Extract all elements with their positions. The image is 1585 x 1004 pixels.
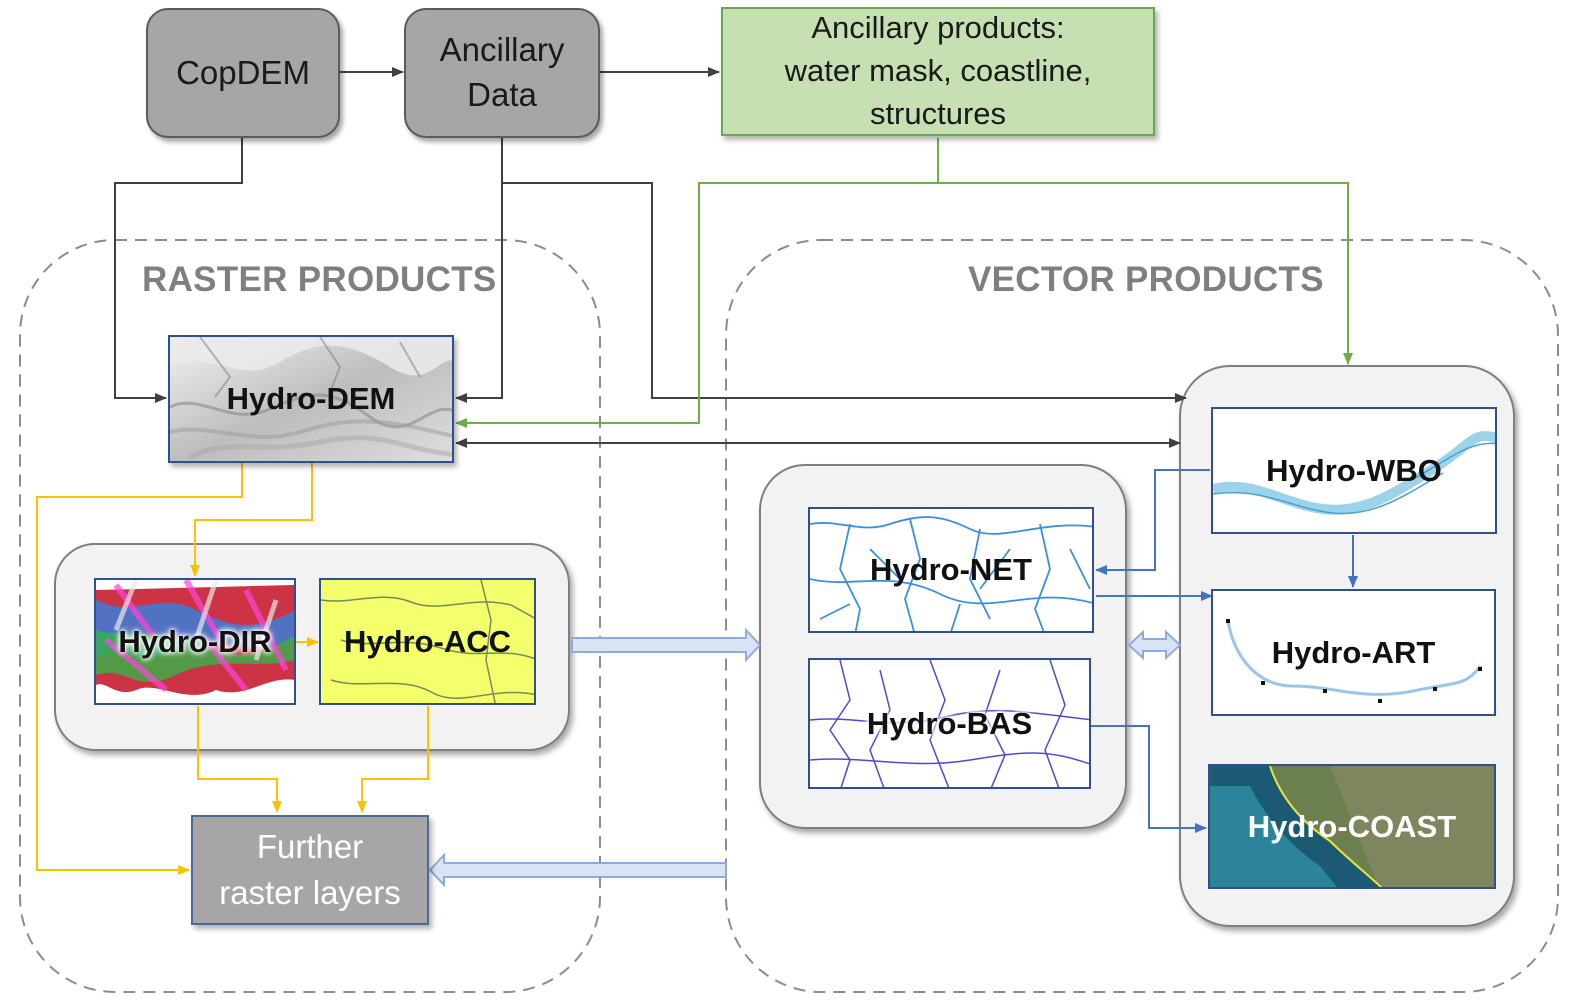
ancillary-products-node: Ancillary products: water mask, coastlin… (721, 7, 1155, 136)
ancillary-data-node: Ancillary Data (404, 8, 600, 138)
block-arrow-vector-to-further (428, 852, 727, 888)
artificial-paths-texture (1226, 619, 1483, 703)
ancillary-products-line-2: water mask, coastline, (784, 53, 1092, 89)
hydro-bas-label: Hydro-BAS (866, 705, 1033, 741)
arrow-bas-to-coast (1091, 725, 1207, 833)
hydro-net-label: Hydro-NET (870, 552, 1032, 587)
hydro-art-label: Hydro-ART (1271, 634, 1436, 670)
hydro-dem-tile: Hydro-DEM (168, 335, 454, 463)
hydro-acc-label: Hydro-ACC (343, 623, 512, 659)
flow-direction-texture (96, 580, 294, 695)
hydro-coast-label: Hydro-COAST (1247, 808, 1457, 844)
arrow-ancillary-to-vector-panel (502, 182, 1187, 403)
basins-texture (810, 660, 1089, 787)
hydro-acc-tile: Hydro-ACC (319, 578, 536, 705)
hydro-wbo-label: Hydro-WBO (1266, 452, 1442, 488)
vector-products-title: VECTOR PRODUCTS (968, 260, 1324, 299)
hydro-dem-label: Hydro-DEM (226, 381, 396, 416)
further-line-2: raster layers (219, 874, 401, 911)
block-arrow-net-panels-bidirectional (1127, 629, 1182, 661)
flow-accumulation-texture (321, 580, 534, 703)
arrow-dem-to-dir (190, 463, 313, 577)
ancillary-products-line-3: structures (869, 95, 1007, 131)
vector-group-outline (725, 239, 1559, 993)
copdem-node: CopDEM (146, 8, 340, 138)
hydro-bas-tile: Hydro-BAS (808, 658, 1091, 789)
arrow-dem-to-further (36, 463, 243, 875)
ancillary-products-line-1: Ancillary products: (811, 10, 1065, 46)
arrow-wbo-to-net (1095, 469, 1210, 575)
coast-satellite-texture (1210, 766, 1494, 887)
hillshade-texture (170, 337, 452, 461)
hydro-coast-tile: Hydro-COAST (1208, 764, 1496, 889)
river-network-texture (810, 516, 1092, 631)
raster-products-title: RASTER PRODUCTS (142, 260, 497, 299)
water-body-texture (1213, 430, 1495, 515)
hydro-dir-tile: Hydro-DIR (94, 578, 296, 705)
block-arrow-raster-to-vector (571, 627, 762, 663)
ancillary-data-line-1: Ancillary (439, 31, 565, 69)
arrow-acc-to-further (357, 706, 429, 813)
hydro-dir-label: Hydro-DIR (118, 623, 272, 659)
hydro-wbo-tile: Hydro-WBO (1211, 407, 1497, 534)
arrow-copdem-to-hydro-dem (114, 138, 243, 403)
hydro-net-tile: Hydro-NET (808, 507, 1094, 633)
further-line-1: Further (256, 828, 364, 866)
arrow-products-to-hydro-dem (455, 138, 939, 428)
arrow-products-to-vector-panel (938, 182, 1353, 365)
copdem-label: CopDEM (176, 53, 310, 91)
hydro-art-tile: Hydro-ART (1211, 589, 1496, 716)
ancillary-data-line-2: Data (467, 76, 537, 113)
raster-group-outline (19, 239, 601, 993)
further-raster-layers-node: Further raster layers (191, 815, 429, 925)
arrow-ancillary-to-hydro-dem (455, 138, 503, 403)
arrow-dir-to-further (197, 706, 282, 813)
